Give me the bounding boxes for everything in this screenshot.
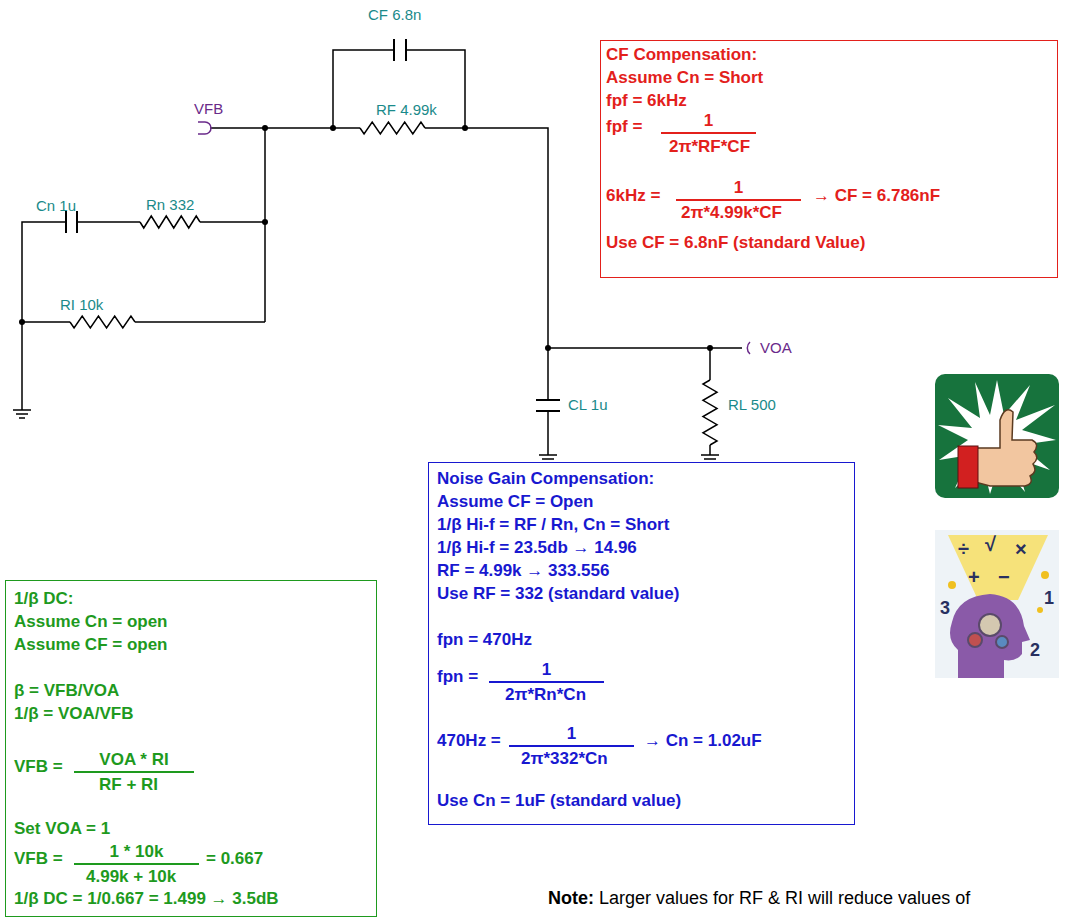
panel-text: 1/β DC = 1/0.667 = 1.499 → 3.5dB [14,889,279,909]
panel-text: Use CF = 6.8nF (standard Value) [606,233,865,253]
capacitor-symbols [66,39,560,411]
panel-text: 1/β Hi-f = 23.5db → 14.96 [437,538,637,558]
panel-text: VFB = [14,849,63,869]
panel-text: 2π*332*Cn [521,749,608,769]
ground-symbol [13,410,31,418]
component-label: Cn 1u [36,197,76,214]
icon-symbol: × [1015,538,1027,561]
panel-text: Assume CF = Open [437,492,593,512]
panel-text: Noise Gain Compensation: [437,469,654,489]
thumbs-up-icon [935,374,1059,498]
panel-text: fpf = [606,117,642,137]
panel-text: Use RF = 332 (standard value) [437,584,679,604]
resistor-symbol [360,122,425,134]
note-heading: Note: [548,888,594,909]
wire [22,128,265,410]
icon-symbol: √ [985,533,996,556]
component-label: Rn 332 [146,196,194,213]
panel-text: Assume Cn = open [14,612,168,632]
text-panel: Noise Gain Compensation: Assume CF = Open… [428,462,855,825]
fraction-numerator: 1 [509,724,634,747]
panel-text: 1/β DC: [14,589,74,609]
panel-text: 1/β = VOA/VFB [14,704,134,724]
panel-text: 2π*RF*CF [669,137,750,157]
wire [548,348,742,455]
panel-text: fpn = [437,667,478,687]
component-label: CL 1u [568,396,607,413]
junction-dot [330,125,336,131]
panel-text: RF + RI [99,775,158,795]
panel-text: fpn = 470Hz [437,630,532,650]
panel-text: fpf = 6kHz [606,91,687,111]
panel-text: CF Compensation: [606,45,757,65]
ground-symbols [13,410,719,463]
text-panel: 1/β DC: Assume Cn = openAssume CF = open β… [5,580,377,917]
panel-text: β = VFB/VOA [14,681,119,701]
fraction-numerator: 1 [489,660,604,683]
icon-symbol: 2 [1030,640,1040,661]
panel-text: → CF = 6.786nF [813,186,940,206]
panel-text: 2π*Rn*Cn [505,685,586,705]
icon-symbol: + [968,566,980,589]
signal-name: VFB [194,100,223,117]
wire [333,50,465,128]
junction-dot [707,345,713,351]
capacitor-symbol [66,211,77,233]
fraction-numerator: 1 * 10k [74,842,199,865]
panel-text: = 0.667 [206,849,263,869]
icon-symbol: 3 [940,598,950,619]
icon-symbol: − [998,566,1010,589]
panel-text: 6kHz = [606,186,660,206]
terminal-symbol [198,122,211,134]
resistor-symbol [70,316,135,328]
panel-text: Assume CF = open [14,635,168,655]
icon-symbol: ÷ [958,538,969,561]
junction-dot [545,345,551,351]
wire [210,128,548,455]
panel-text: → Cn = 1.02uF [644,731,762,751]
signal-name: VOA [760,339,792,356]
fraction-numerator: VOA * RI [74,750,194,773]
panel-text: Assume Cn = Short [606,68,763,88]
fraction-numerator: 1 [661,111,756,134]
junction-dot [19,319,25,325]
junction-dot [262,125,268,131]
capacitor-symbol [394,39,406,61]
component-label: RF 4.99k [376,101,437,118]
panel-text: 4.99k + 10k [86,867,176,887]
terminal-symbol [747,342,750,354]
capacitor-symbol [536,400,560,411]
panel-text: 2π*4.99k*CF [681,203,782,223]
note-text: Larger values for RF & RI will reduce va… [599,888,970,909]
panel-text: Set VOA = 1 [14,819,110,839]
icon-symbol: 1 [1044,588,1054,609]
junction-dot [462,125,468,131]
panel-text: 470Hz = [437,731,501,751]
text-panel: CF Compensation: Assume Cn = Short fpf = 6… [600,40,1058,278]
resistor-symbol [703,380,717,445]
resistor-symbol [140,216,200,228]
fraction-numerator: 1 [676,178,801,201]
panel-text: Use Cn = 1uF (standard value) [437,791,681,811]
component-label: CF 6.8n [368,6,421,23]
component-label: RI 10k [60,296,103,313]
panel-text: RF = 4.99k → 333.556 [437,561,609,581]
panel-text: 1/β Hi-f = RF / Rn, Cn = Short [437,515,669,535]
panel-text: VFB = [14,757,63,777]
junction-dot [262,219,268,225]
math-head-icon [935,530,1059,678]
component-label: RL 500 [728,396,776,413]
